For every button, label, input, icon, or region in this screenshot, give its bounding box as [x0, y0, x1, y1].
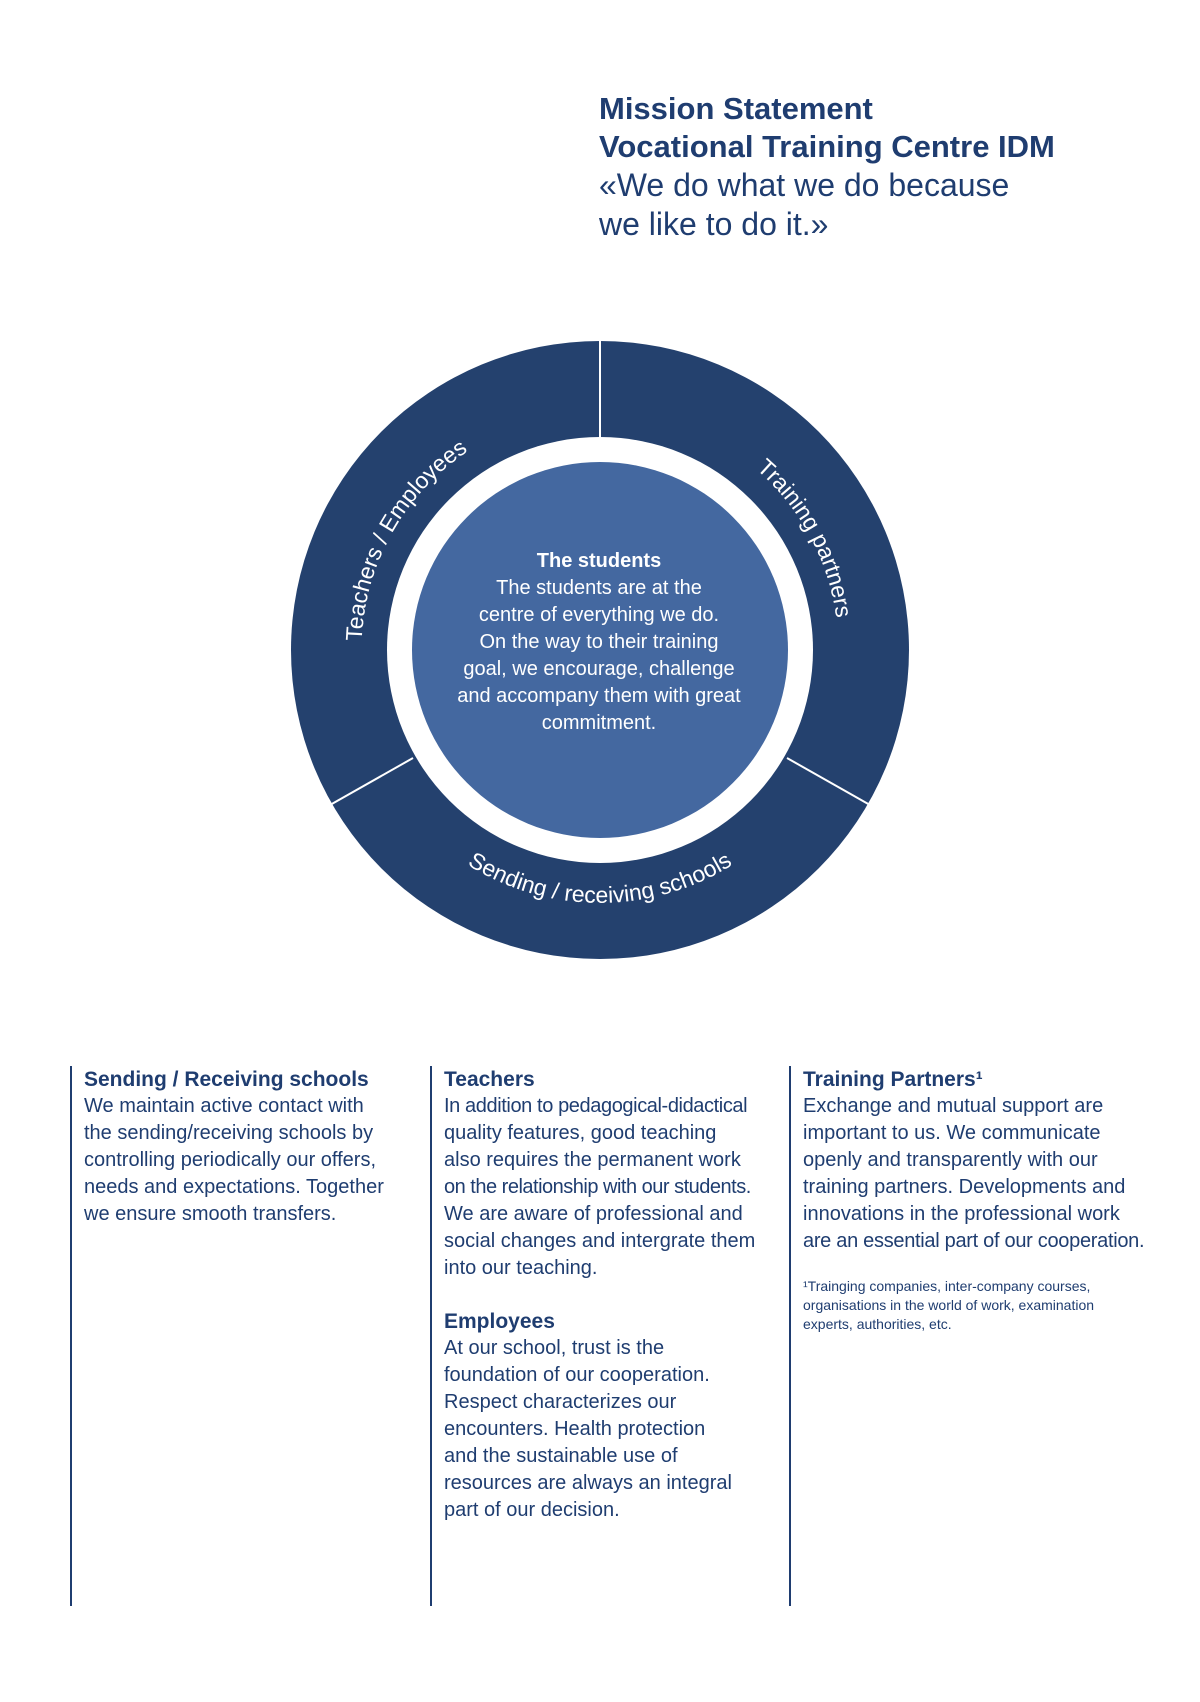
header: Mission Statement Vocational Training Ce…	[599, 90, 1179, 244]
center-line: centre of everything we do.	[478, 604, 720, 626]
column-partners: Training Partners¹ Exchange and mutual s…	[789, 1066, 1184, 1606]
partners-line: openly and transparently with our	[803, 1149, 1098, 1171]
spacer	[444, 1282, 790, 1308]
employees-line: resources are always an integral	[444, 1472, 732, 1494]
title-line-2: Vocational Training Centre IDM	[599, 129, 1055, 164]
employees-line: part of our decision.	[444, 1499, 620, 1521]
employees-line: Respect characterizes our	[444, 1391, 677, 1413]
teachers-line: We are aware of professional and	[444, 1203, 743, 1225]
center-text: The students The students are at the cen…	[431, 548, 767, 737]
employees-heading: Employees	[444, 1310, 555, 1333]
schools-line: we ensure smooth transfers.	[84, 1203, 337, 1225]
schools-line: needs and expectations. Together	[84, 1176, 384, 1198]
teachers-line: on the relationship with our students.	[444, 1176, 751, 1198]
footnote-line: organisations in the world of work, exam…	[803, 1297, 1095, 1313]
employees-line: encounters. Health protection	[444, 1418, 706, 1440]
quote-line-1: «We do what we do because	[599, 167, 1010, 203]
column-teachers-employees: Teachers In addition to pedagogical-dida…	[430, 1066, 790, 1606]
employees-line: and the sustainable use of	[444, 1445, 678, 1467]
partners-heading: Training Partners¹	[803, 1068, 983, 1091]
center-title: The students	[536, 550, 662, 572]
ring-diagram-svg: Teachers / Employees Training partners S…	[291, 340, 909, 959]
employees-line: At our school, trust is the	[444, 1337, 665, 1359]
schools-heading: Sending / Receiving schools	[84, 1068, 369, 1091]
title-line-1: Mission Statement	[599, 91, 873, 126]
center-line: The students are at the	[496, 577, 702, 599]
center-line: On the way to their training	[479, 631, 719, 653]
center-line: goal, we encourage, challenge	[463, 658, 735, 680]
partners-footnote: ¹Trainging companies, inter-company cour…	[803, 1277, 1184, 1334]
teachers-line: into our teaching.	[444, 1257, 598, 1279]
partners-line: innovations in the professional work	[803, 1203, 1120, 1225]
column-schools: Sending / Receiving schools We maintain …	[70, 1066, 420, 1606]
inner-circle	[412, 462, 788, 838]
footnote-line: ¹Trainging companies, inter-company cour…	[803, 1278, 1091, 1294]
partners-line: training partners. Developments and	[803, 1176, 1126, 1198]
mission-diagram: Teachers / Employees Training partners S…	[290, 340, 910, 960]
center-line: and accompany them with great	[457, 685, 741, 707]
partners-line: are an essential part of our cooperation…	[803, 1230, 1145, 1252]
schools-line: We maintain active contact with	[84, 1095, 364, 1117]
partners-line: Exchange and mutual support are	[803, 1095, 1104, 1117]
teachers-line: social changes and intergrate them	[444, 1230, 756, 1252]
teachers-line: also requires the permanent work	[444, 1149, 741, 1171]
schools-line: controlling periodically our offers,	[84, 1149, 377, 1171]
divider-left	[329, 757, 414, 806]
teachers-line: In addition to pedagogical-didactical	[444, 1095, 748, 1117]
schools-line: the sending/receiving schools by	[84, 1122, 374, 1144]
teachers-heading: Teachers	[444, 1068, 535, 1091]
footnote-line: experts, authorities, etc.	[803, 1316, 952, 1332]
employees-line: foundation of our cooperation.	[444, 1364, 710, 1386]
partners-line: important to us. We communicate	[803, 1122, 1101, 1144]
teachers-line: quality features, good teaching	[444, 1122, 717, 1144]
divider-right	[786, 757, 871, 806]
center-line: commitment.	[541, 712, 657, 734]
quote-line-2: we like to do it.»	[599, 206, 829, 242]
